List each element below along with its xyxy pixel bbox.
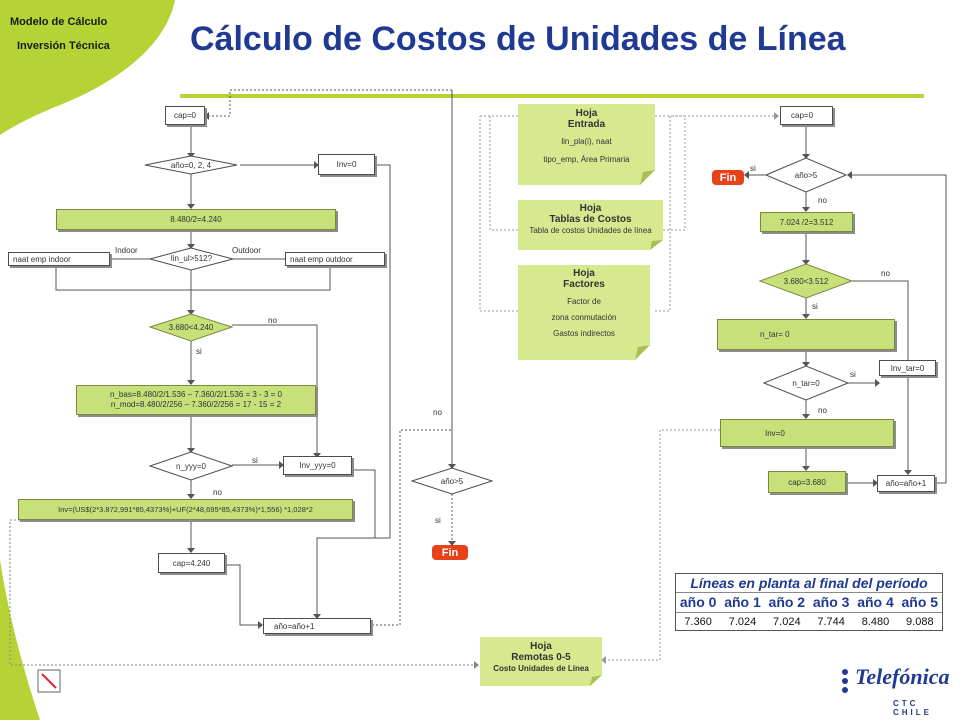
left-calc-bar: 8.480/2=4.240 [56, 209, 336, 230]
decision-cmp-left [148, 313, 234, 342]
decision-anio-right [764, 157, 848, 193]
right-inv0-bar: Inv=0 [720, 419, 894, 447]
telefonica-logo-mark [842, 669, 848, 693]
page-title: Cálculo de Costos de Unidades de Línea [190, 20, 846, 58]
decision-cmp-right [758, 263, 854, 299]
tablas-sub1: Tabla de costos Unidades de línea [529, 226, 652, 235]
table-title: Líneas en planta al final del período [690, 575, 928, 591]
factores-title2: Factores [563, 279, 605, 290]
middle-si: si [435, 516, 441, 525]
table-header-row: año 0 año 1 año 2 año 3 año 4 año 5 [676, 592, 942, 612]
year-0: año 0 [679, 594, 717, 610]
middle-no: no [433, 408, 442, 417]
ntar-bar: n_tar= 0 [717, 319, 895, 350]
remotas-title2: Remotas 0-5 [511, 652, 571, 663]
entrada-sub2: tipo_emp, Área Primaria [543, 155, 630, 164]
left-cmp-label: 3.680<4.240 [168, 322, 214, 332]
corner-line2: Inversión Técnica [17, 40, 110, 52]
table-value-row: 7.360 7.024 7.024 7.744 8.480 9.088 [676, 612, 942, 631]
years-table: Líneas en planta al final del período añ… [675, 573, 943, 631]
left-cap0-box: cap=0 [165, 106, 205, 125]
nyyy-label: n_yyy=0 [175, 461, 207, 471]
middle-anio-label: año>5 [440, 476, 464, 486]
nbas-line2: n_mod=8.480/2/256 – 7.360/2/256 = 17 - 1… [110, 400, 282, 409]
sheet-tablas: Hoja Tablas de Costos Tabla de costos Un… [518, 203, 663, 237]
factores-title1: Hoja [573, 268, 595, 279]
entrada-title2: Entrada [567, 119, 606, 130]
right-calc-bar: 7.024 /2=3.512 [760, 212, 853, 232]
corner-line1: Modelo de Cálculo [10, 16, 108, 28]
right-si-ntar: si [850, 370, 856, 379]
naat-indoor-box: naat emp indoor [8, 252, 110, 266]
left-inv0-box: Inv=0 [318, 154, 375, 175]
value-4: 8.480 [861, 616, 890, 628]
remotas-title1: Hoja [530, 641, 552, 652]
value-2: 7.024 [773, 616, 801, 628]
decision-anio-middle [410, 467, 494, 495]
right-no-cmp: no [881, 269, 890, 278]
left-anio-inc-box: año=año+1 [263, 618, 371, 634]
value-3: 7.744 [817, 616, 845, 628]
inv-formula-bar: Inv=(US$(2*3.872,991*85,4373%)+UF(2*48,6… [18, 499, 353, 520]
sheet-factores: Hoja Factores Factor de zona conmutación… [518, 268, 650, 340]
value-1: 7.024 [728, 616, 757, 628]
logo-sub: CTC CHILE [893, 699, 932, 717]
year-1: año 1 [724, 594, 761, 610]
right-si-cmp: si [812, 302, 818, 311]
left-anio-label: año=0, 2, 4 [170, 160, 212, 170]
sheet-factores-bg [518, 265, 650, 360]
indoor-label: Indoor [115, 246, 138, 255]
left-no2: no [213, 488, 222, 497]
nbas-bar: n_bas=8.480/2/1.536 – 7.360/2/1.536 = 3 … [76, 385, 316, 415]
right-no-top: no [818, 196, 827, 205]
decision-ntar [762, 365, 850, 401]
left-no1: no [268, 316, 277, 325]
ntar-label: n_tar=0 [792, 378, 820, 388]
sheet-entrada: Hoja Entrada lin_pla(i), naat tipo_emp, … [518, 108, 655, 166]
middle-fin: Fin [432, 545, 468, 560]
year-5: año 5 [901, 594, 939, 610]
right-anio-inc-box: año=año+1 [877, 475, 935, 492]
decision-nyyy [148, 451, 234, 481]
lin-label: lin_ul>512? [170, 253, 213, 263]
value-0: 7.360 [684, 616, 712, 628]
remotas-sub1: Costo Unidades de Línea [493, 664, 589, 673]
inv-yyy-box: Inv_yyy=0 [283, 456, 352, 475]
bottom-accent [0, 560, 40, 720]
right-no-ntar: no [818, 406, 827, 415]
right-fin: Fin [712, 170, 744, 185]
tablas-title2: Tablas de Costos [549, 214, 632, 225]
decision-lin [148, 247, 235, 271]
sheet-remotas: Hoja Remotas 0-5 Costo Unidades de Línea [480, 641, 602, 675]
factores-sub3: Gastos indirectos [553, 329, 615, 338]
right-si-top: si [750, 164, 756, 173]
factores-sub2: zona conmutación [551, 313, 617, 322]
year-2: año 2 [768, 594, 806, 610]
outdoor-label: Outdoor [232, 246, 261, 255]
naat-outdoor-box: naat emp outdoor [285, 252, 385, 266]
entrada-sub1: lin_pla(i), naat [561, 137, 612, 146]
nbas-line1: n_bas=8.480/2/1.536 – 7.360/2/1.536 = 3 … [110, 390, 282, 399]
inv-tar-box: Inv_tar=0 [879, 360, 936, 376]
sheet-tablas-bg [518, 200, 663, 250]
left-si2: si [252, 456, 258, 465]
right-cmp-label: 3.680<3.512 [783, 276, 829, 286]
sheet-entrada-bg [518, 104, 655, 185]
entrada-title1: Hoja [575, 108, 598, 119]
sheet-remotas-bg [480, 637, 602, 686]
year-4: año 4 [857, 594, 894, 610]
year-3: año 3 [812, 594, 850, 610]
cap4240-box: cap=4.240 [158, 553, 225, 573]
value-5: 9.088 [906, 616, 934, 628]
factores-sub1: Factor de [567, 297, 601, 306]
left-si1: si [196, 347, 202, 356]
right-cap0-box: cap=0 [780, 106, 833, 125]
corner-shape [0, 0, 175, 135]
tablas-title1: Hoja [579, 203, 602, 214]
decision-anio-left [144, 155, 238, 175]
right-anio-label: año>5 [794, 170, 818, 180]
cap3680-bar: cap=3.680 [768, 471, 846, 493]
logo-brand: Telefónica [855, 664, 950, 689]
